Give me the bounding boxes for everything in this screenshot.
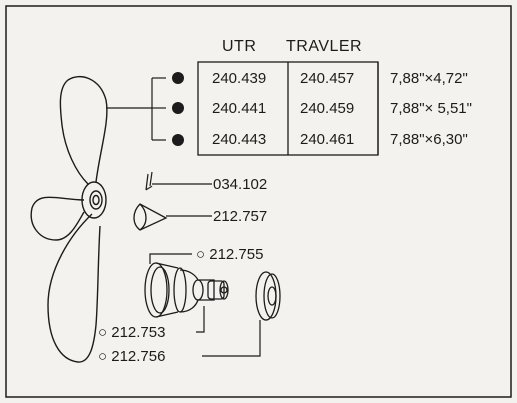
cell-utr-3: 240.443 <box>212 131 267 148</box>
cell-utr-1: 240.439 <box>212 70 267 87</box>
table-grid <box>197 61 379 156</box>
cell-utr-2: 240.441 <box>212 100 267 117</box>
hub-assembly-drawing <box>144 262 229 318</box>
bullet-dot-3 <box>172 134 184 146</box>
cell-travler-2: 240.459 <box>300 100 355 117</box>
cone-drawing <box>133 203 212 231</box>
shear-pin-drawing <box>145 171 212 191</box>
label-washer: ○ 212.756 <box>98 348 166 365</box>
label-bushing-top: ○ 212.755 <box>196 246 264 263</box>
washer-drawing <box>255 271 281 321</box>
cell-size-3: 7,88"×6,30" <box>390 131 468 148</box>
cell-travler-3: 240.461 <box>300 131 355 148</box>
label-shear-pin: 034.102 <box>213 176 268 193</box>
propeller-drawing <box>30 75 108 363</box>
outer-frame <box>5 5 512 398</box>
label-hub: ○ 212.753 <box>98 324 166 341</box>
header-utr: UTR <box>222 38 257 55</box>
size-bracket <box>151 77 166 141</box>
header-travler: TRAVLER <box>286 38 363 55</box>
label-cone: 212.757 <box>213 208 268 225</box>
cell-size-2: 7,88"× 5,51" <box>390 100 472 117</box>
cell-size-1: 7,88"×4,72" <box>390 70 468 87</box>
bullet-dot-2 <box>172 102 184 114</box>
part-leaders <box>149 253 261 357</box>
bullet-dot-1 <box>172 72 184 84</box>
cell-travler-1: 240.457 <box>300 70 355 87</box>
